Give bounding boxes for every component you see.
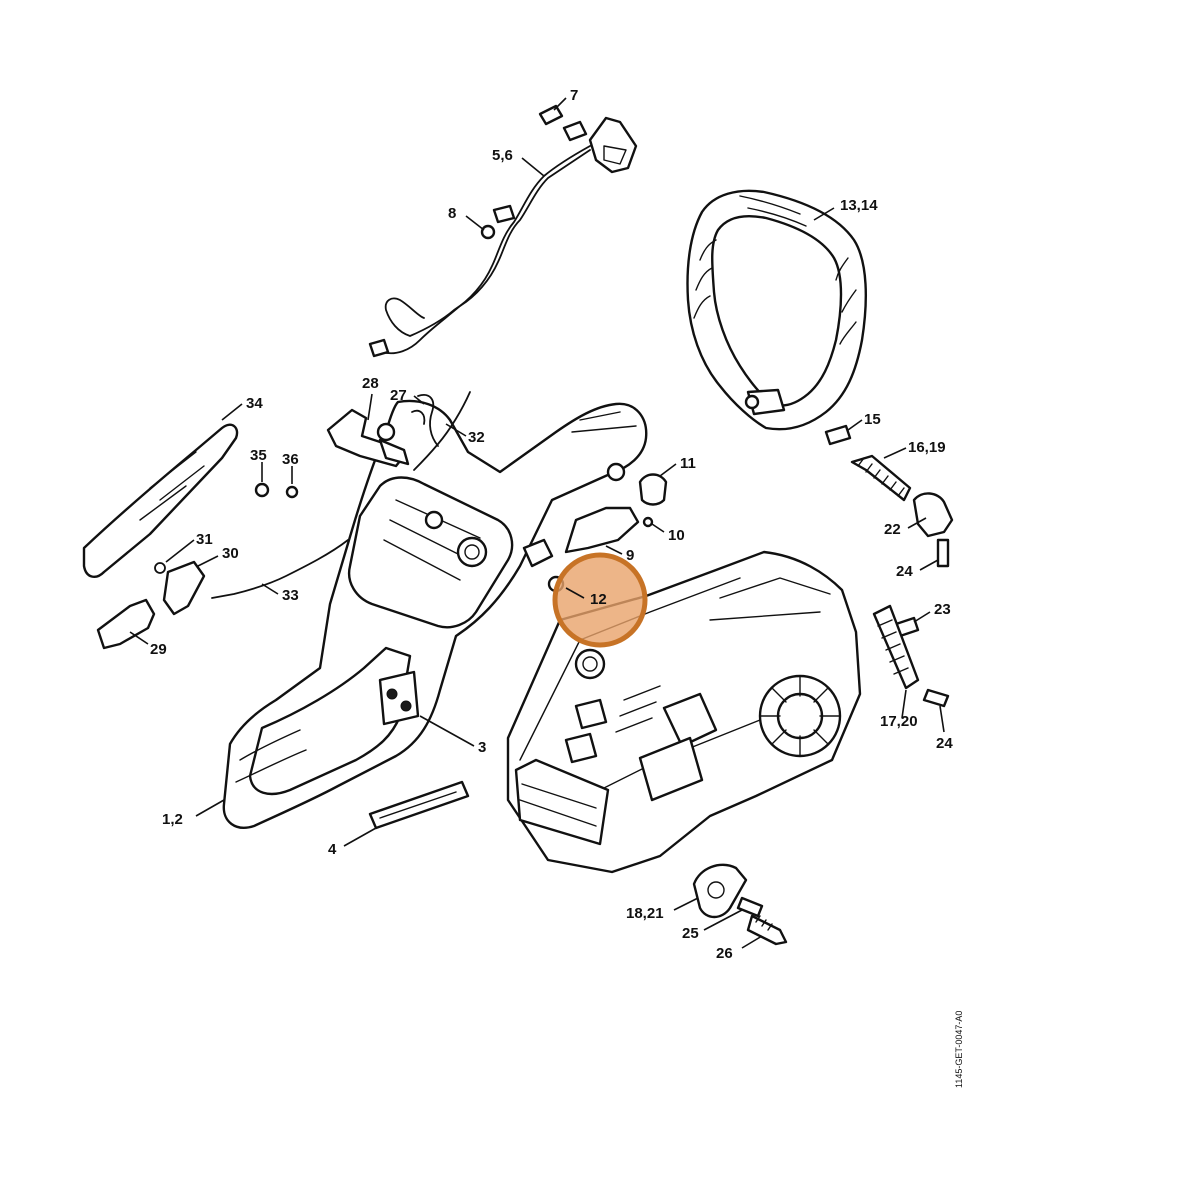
leader-30	[197, 555, 219, 567]
callout-25: 25	[682, 925, 699, 942]
rear-handle-housing-part	[222, 399, 648, 829]
throttle-lever-28-part	[326, 408, 410, 468]
leader-26	[741, 935, 763, 949]
leader-7	[553, 97, 567, 111]
leader-27	[413, 395, 425, 405]
callout-5-6: 5,6	[492, 147, 513, 164]
leader-1720	[901, 689, 907, 719]
callout-31: 31	[196, 531, 213, 548]
callout-36: 36	[282, 451, 299, 468]
screw-15-part	[824, 424, 852, 446]
leader-34	[221, 403, 243, 421]
handlebar-part	[686, 189, 867, 431]
callout-13-14: 13,14	[840, 197, 878, 214]
callout-10: 10	[668, 527, 685, 544]
plate-9-part	[564, 506, 640, 554]
bracket-18-part	[692, 863, 748, 919]
spring-16-part	[850, 454, 912, 502]
callout-24-upper: 24	[896, 563, 913, 580]
callout-34: 34	[246, 395, 263, 412]
trigger-29-part	[96, 598, 156, 650]
buffer-22-part	[912, 492, 954, 538]
callout-26: 26	[716, 945, 733, 962]
screw-24b-part	[922, 688, 950, 708]
callout-4: 4	[328, 841, 337, 858]
leader-12	[565, 587, 585, 599]
nut-36-part	[285, 485, 299, 499]
callout-35: 35	[250, 447, 267, 464]
leader-9	[605, 545, 623, 555]
callout-22: 22	[884, 521, 901, 538]
screw-26-part	[746, 914, 788, 946]
leader-1314	[813, 207, 835, 221]
leader-29	[129, 631, 149, 645]
leader-56	[521, 157, 545, 177]
leader-28	[367, 393, 373, 421]
leader-31	[165, 539, 195, 563]
handle-cover-34-part	[82, 423, 239, 578]
spring-17-part	[872, 604, 920, 690]
buffer-11-part	[638, 473, 668, 506]
screw-10-part	[642, 516, 654, 528]
highlight-circle	[552, 552, 648, 648]
leader-24a	[919, 559, 939, 571]
callout-30: 30	[222, 545, 239, 562]
spring-31-part	[154, 562, 166, 574]
drawing-code: 1145-GET-0047-A0	[954, 1011, 964, 1088]
leader-32	[445, 423, 467, 437]
callout-27: 27	[390, 387, 407, 404]
leader-12b	[195, 799, 225, 817]
leader-4	[343, 827, 377, 847]
callout-23: 23	[934, 601, 951, 618]
callout-17-20: 17,20	[880, 713, 918, 730]
callout-32: 32	[468, 429, 485, 446]
leader-23	[913, 611, 931, 623]
leader-lines	[129, 97, 945, 949]
interlock-rod-33-part	[211, 539, 349, 599]
leader-25	[703, 909, 743, 931]
grommet-8-part	[480, 224, 496, 240]
leader-15	[847, 419, 863, 431]
callout-24-lower: 24	[936, 735, 953, 752]
rod-32-part	[413, 391, 471, 471]
callout-18-21: 18,21	[626, 905, 664, 922]
screw-24a-part	[936, 538, 950, 568]
callout-33: 33	[282, 587, 299, 604]
leader-1619	[883, 447, 907, 459]
leader-33	[261, 583, 279, 595]
callout-29: 29	[150, 641, 167, 658]
callout-7: 7	[570, 87, 578, 104]
wiring-harness-part	[368, 116, 638, 358]
callout-labels: 7 5,6 8 13,14 28 27 32 34 35 36 11 15 16…	[150, 87, 953, 962]
leader-1821	[673, 897, 699, 911]
callout-16-19: 16,19	[908, 439, 946, 456]
callout-28: 28	[362, 375, 379, 392]
spring-27-part	[411, 394, 439, 447]
leader-11	[659, 463, 677, 477]
callout-1-2: 1,2	[162, 811, 183, 828]
label-strip-4-part	[368, 780, 470, 830]
leader-8	[465, 215, 485, 231]
callout-3: 3	[478, 739, 486, 756]
callout-9: 9	[626, 547, 634, 564]
screw-35-part	[254, 482, 270, 498]
callout-15: 15	[864, 411, 881, 428]
callout-11: 11	[680, 455, 696, 472]
leader-22	[907, 517, 927, 529]
callout-12: 12	[590, 591, 607, 608]
leader-3	[419, 715, 475, 747]
interlock-30-part	[162, 560, 206, 616]
leader-24b	[939, 705, 945, 733]
screw-25-part	[736, 896, 764, 918]
leader-10	[651, 523, 665, 533]
callout-8: 8	[448, 205, 456, 222]
screw-7-part	[538, 104, 564, 126]
